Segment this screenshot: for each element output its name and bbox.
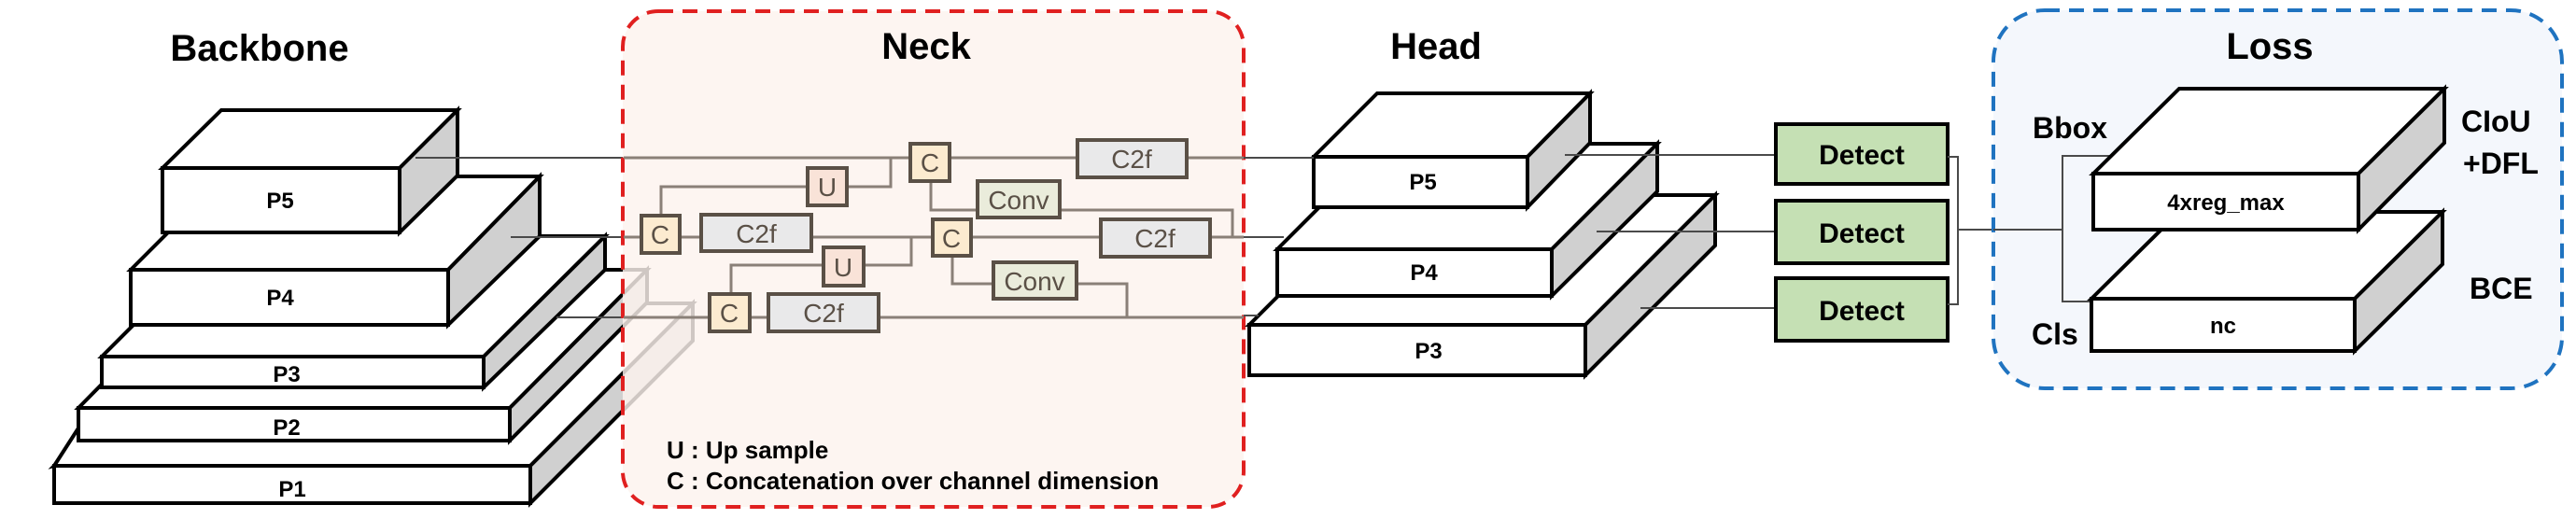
neck-node-concat-left: C — [640, 214, 682, 255]
loss-section: Loss nc 4xreg_max Bbox Cls CIoU +DFL BCE — [1992, 8, 2564, 390]
neck-node-c2f-bottom: C2f — [767, 292, 880, 333]
svg-text:C2f: C2f — [1134, 224, 1175, 253]
neck-wires — [624, 156, 1244, 319]
backbone-title: Backbone — [170, 28, 348, 69]
head-slab-p5: P5 — [1309, 89, 1595, 212]
legend-upsample: U : Up sample — [667, 436, 828, 464]
backbone-p5-label: P5 — [266, 189, 293, 214]
backbone-p4-label: P4 — [266, 286, 294, 311]
head-p5-label: P5 — [1409, 170, 1436, 195]
neck-node-conv-bottom: Conv — [992, 260, 1078, 301]
detect-block-p5: Detect — [1774, 122, 1950, 186]
svg-text:Detect: Detect — [1819, 218, 1905, 249]
svg-text:C2f: C2f — [1111, 145, 1152, 174]
neck-dashed-region — [621, 9, 1246, 509]
svg-text:C: C — [921, 148, 939, 177]
svg-text:C: C — [651, 220, 669, 249]
svg-text:U: U — [834, 253, 852, 282]
svg-text:Conv: Conv — [1004, 267, 1064, 296]
svg-text:C2f: C2f — [803, 299, 844, 328]
svg-text:C: C — [720, 299, 739, 328]
svg-text:C2f: C2f — [736, 219, 777, 248]
svg-text:Conv: Conv — [988, 186, 1049, 215]
loss-slab-cls: nc — [2087, 207, 2447, 356]
backbone-p1-label: P1 — [278, 477, 305, 502]
loss-bce-label: BCE — [2470, 272, 2533, 305]
loss-title: Loss — [2226, 26, 2313, 67]
loss-bbox-label: Bbox — [2033, 111, 2107, 145]
svg-text:Detect: Detect — [1819, 296, 1905, 327]
backbone-p2-label: P2 — [273, 415, 300, 441]
neck-title: Neck — [881, 26, 971, 67]
neck-node-concat-bottom: C — [708, 292, 752, 333]
neck-node-concat-top: C — [908, 142, 951, 183]
backbone-slab-p5: P5 — [158, 105, 462, 237]
neck-node-concat-mid: C — [931, 217, 973, 258]
detect-block-p3: Detect — [1774, 276, 1950, 343]
loss-split-bracket — [2062, 155, 2110, 302]
loss-slab-bbox: 4xreg_max — [2089, 84, 2449, 234]
neck-node-upsample-top: U — [806, 166, 849, 207]
neck-node-c2f-top: C2f — [1076, 138, 1189, 179]
neck-section: Neck C — [621, 9, 1246, 509]
svg-text:Detect: Detect — [1819, 140, 1905, 171]
neck-node-conv-top: Conv — [976, 179, 1062, 219]
backbone-p3-label: P3 — [273, 362, 300, 387]
head-p3-label: P3 — [1415, 339, 1442, 364]
loss-ciou-label: CIoU — [2461, 105, 2531, 138]
loss-bbox-slab-label: 4xreg_max — [2167, 190, 2285, 216]
head-p4-label: P4 — [1410, 260, 1438, 286]
legend-concat: C : Concatenation over channel dimension — [667, 467, 1159, 495]
loss-cls-label: Cls — [2032, 317, 2078, 351]
head-section: Head P3 P4 P5 — [1244, 26, 2062, 380]
neck-node-c2f-mid: C2f — [1099, 217, 1212, 259]
backbone-section: Backbone P1 P2 P3 P4 — [48, 28, 697, 508]
svg-text:U: U — [818, 173, 837, 202]
neck-node-c2f-left: C2f — [699, 213, 813, 253]
svg-text:C: C — [942, 224, 961, 253]
loss-cls-slab-label: nc — [2210, 314, 2236, 339]
head-title: Head — [1390, 26, 1482, 67]
detect-block-p4: Detect — [1774, 199, 1950, 265]
neck-node-upsample-mid: U — [822, 245, 866, 288]
loss-dfl-label: +DFL — [2463, 147, 2539, 180]
